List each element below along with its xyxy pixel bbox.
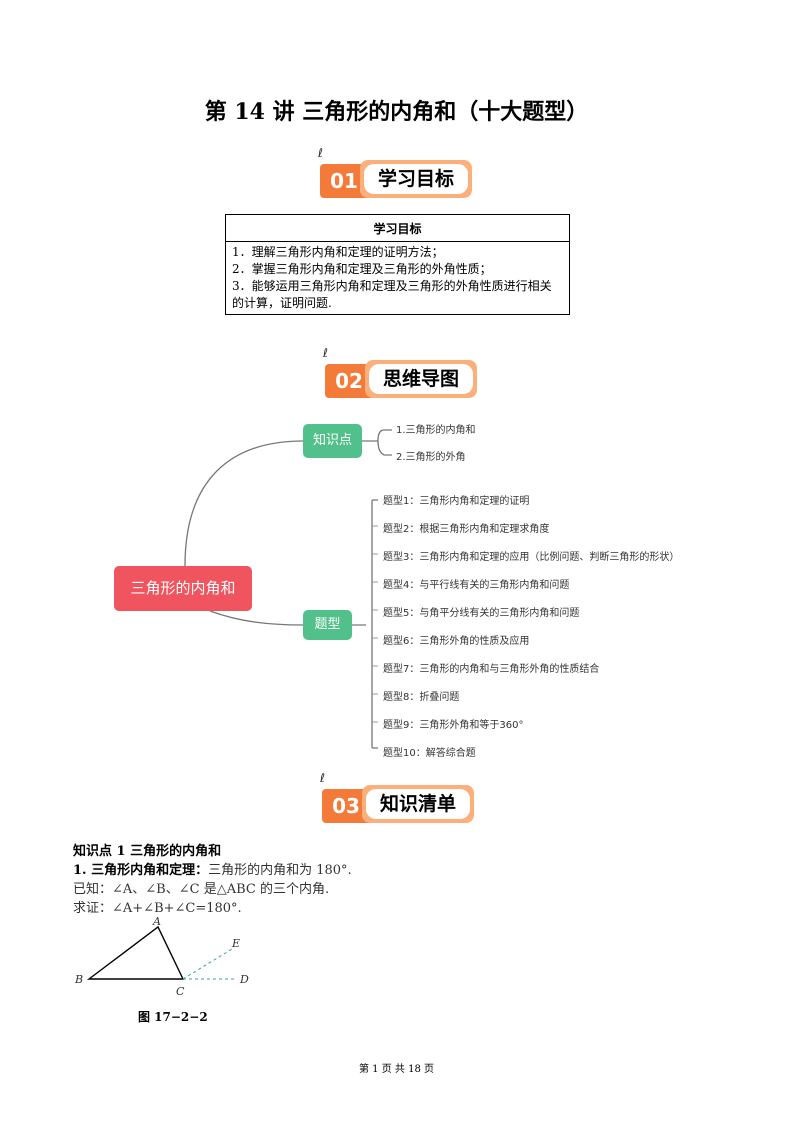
label-b: B [74, 973, 83, 986]
section-label: 学习目标 [364, 164, 468, 194]
section-label: 知识清单 [366, 789, 470, 819]
mindmap-item: 题型10：解答综合题 [383, 748, 476, 759]
label-a: A [152, 915, 161, 928]
mindmap-item: 题型2：根据三角形内角和定理求角度 [383, 524, 550, 535]
theorem-label: 1. 三角形内角和定理： [73, 863, 209, 878]
goal-item: 3．能够运用三角形内角和定理及三角形的外角性质进行相关的计算，证明问题. [232, 279, 552, 310]
mindmap-root: 三角形的内角和 [114, 566, 252, 611]
goals-table: 学习目标 1．理解三角形内角和定理的证明方法； 2．掌握三角形内角和定理及三角形… [225, 214, 570, 315]
prove-text: 求证：∠A+∠B+∠C=180°. [73, 901, 242, 916]
mindmap-item: 题型8：折叠问题 [383, 692, 460, 703]
page-footer: 第 1 页 共 18 页 [359, 1064, 434, 1075]
label-e: E [231, 937, 240, 950]
curl-icon: ℓ [323, 346, 328, 360]
mindmap-item: 题型5：与角平分线有关的三角形内角和问题 [383, 608, 580, 619]
mindmap-item: 题型1：三角形内角和定理的证明 [383, 496, 530, 507]
knowledge-heading: 知识点 1 三角形的内角和 [73, 844, 222, 859]
mindmap-item: 2.三角形的外角 [396, 452, 466, 463]
mindmap-item: 题型7：三角形的内角和与三角形外角的性质结合 [383, 664, 600, 675]
section-badge-goals: ℓ 01 学习目标 [318, 146, 472, 198]
goal-item: 2．掌握三角形内角和定理及三角形的外角性质； [232, 262, 492, 276]
section-badge-mindmap: ℓ 02 思维导图 [323, 346, 477, 398]
triangle-figure: A B C D E 图 17−2−2 [74, 915, 249, 1024]
goal-item: 1．理解三角形内角和定理的证明方法； [232, 245, 444, 259]
mindmap-branch-knowledge: 知识点 [303, 424, 362, 458]
mindmap-item: 题型3：三角形内角和定理的应用（比例问题、判断三角形的形状） [383, 552, 680, 563]
curl-icon: ℓ [320, 771, 325, 785]
theorem-text: 三角形的内角和为 180°. [208, 863, 352, 878]
mindmap-item: 题型4：与平行线有关的三角形内角和问题 [383, 580, 570, 591]
section-label: 思维导图 [369, 364, 473, 394]
mindmap-branch-types: 题型 [303, 610, 352, 640]
figure-caption: 图 17−2−2 [138, 1010, 208, 1024]
mindmap-item: 1.三角形的内角和 [396, 425, 476, 436]
label-d: D [239, 973, 249, 986]
mindmap-item: 题型9：三角形外角和等于360° [383, 720, 524, 731]
page-title: 第 14 讲 三角形的内角和（十大题型） [204, 99, 589, 125]
mindmap-item: 题型6：三角形外角的性质及应用 [383, 636, 530, 647]
label-c: C [176, 985, 185, 998]
goals-header: 学习目标 [225, 214, 570, 242]
curl-icon: ℓ [318, 146, 323, 160]
given-text: 已知：∠A、∠B、∠C 是△ABC 的三个内角. [73, 882, 330, 897]
section-badge-knowledge: ℓ 03 知识清单 [320, 771, 474, 823]
